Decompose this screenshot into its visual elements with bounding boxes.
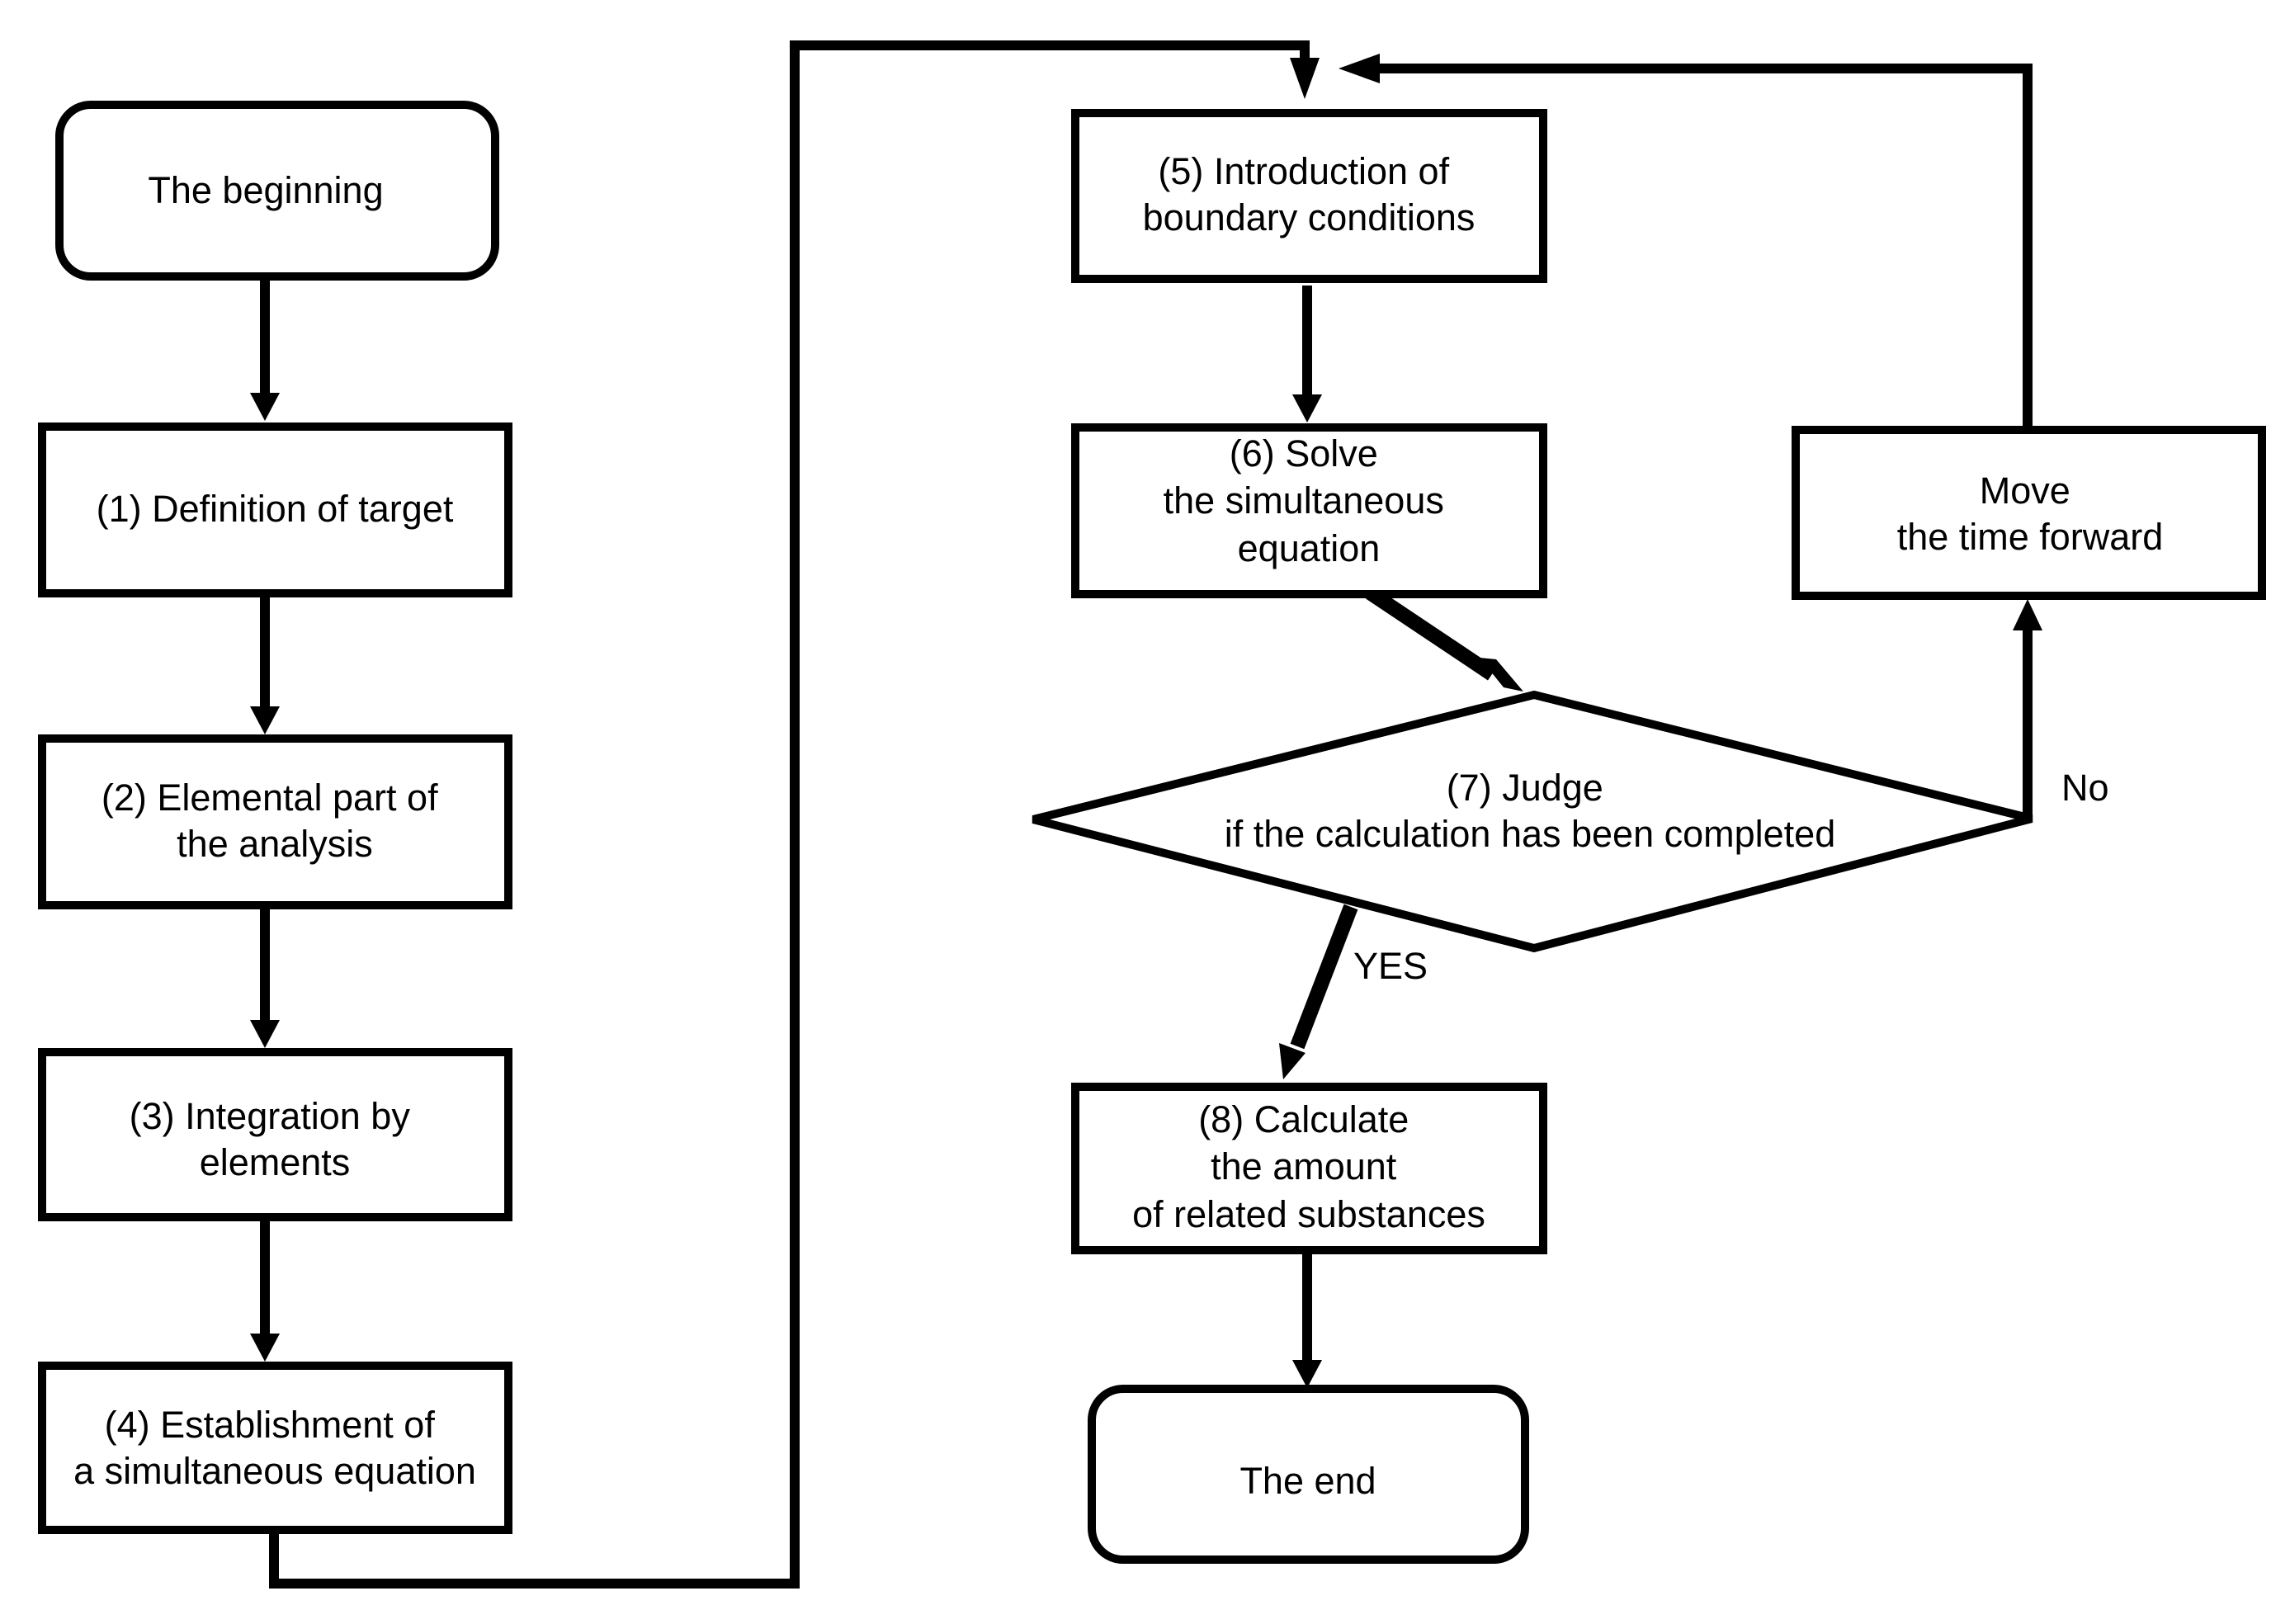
node-step4: (4) Establishment of a simultaneous equa… bbox=[38, 1362, 512, 1534]
edge-step1-to-step2 bbox=[250, 594, 280, 734]
node-start: The beginning bbox=[55, 101, 499, 281]
node-move-time-forward: Move the time forward bbox=[1792, 426, 2266, 600]
edge-step6-to-step7 bbox=[1365, 586, 1523, 692]
node-step4-label: (4) Establishment of a simultaneous equa… bbox=[73, 1404, 476, 1492]
node-step1: (1) Definition of target bbox=[38, 423, 512, 597]
node-step2: (2) Elemental part of the analysis bbox=[38, 734, 512, 909]
node-step7-label: (7) Judge if the calculation has been co… bbox=[1225, 767, 1835, 855]
node-step3-label: (3) Integration by elements bbox=[130, 1095, 421, 1183]
no-label: No bbox=[2061, 767, 2109, 809]
edge-step5-to-step6 bbox=[1292, 286, 1322, 423]
edge-step3-to-step4 bbox=[250, 1218, 280, 1362]
node-step2-label: (2) Elemental part of the analysis bbox=[102, 777, 448, 865]
edge-step4-to-step5 bbox=[269, 40, 1320, 1589]
node-step3: (3) Integration by elements bbox=[38, 1048, 512, 1221]
node-step6-label: (6) Solve the simultaneous equation bbox=[1164, 432, 1455, 569]
edge-move-to-step5 bbox=[1339, 54, 2033, 431]
node-end-label: The end bbox=[1239, 1460, 1376, 1502]
node-step6: (6) Solve the simultaneous equation bbox=[1071, 423, 1547, 598]
node-step1-label: (1) Definition of target bbox=[97, 488, 454, 530]
node-end: The end bbox=[1088, 1385, 1529, 1564]
node-step5: (5) Introduction of boundary conditions bbox=[1071, 109, 1547, 283]
edge-step7-to-move-no bbox=[2013, 599, 2042, 817]
edge-step2-to-step3 bbox=[250, 906, 280, 1048]
edge-step8-to-end bbox=[1292, 1251, 1322, 1388]
node-move-label: Move the time forward bbox=[1897, 470, 2164, 558]
node-start-label: The beginning bbox=[148, 169, 383, 211]
node-step8: (8) Calculate the amount of related subs… bbox=[1071, 1083, 1547, 1254]
yes-label: YES bbox=[1353, 945, 1428, 987]
edge-start-to-step1 bbox=[250, 281, 280, 421]
edge-step7-to-step8-yes bbox=[1279, 904, 1358, 1079]
node-step5-label: (5) Introduction of boundary conditions bbox=[1143, 150, 1476, 238]
node-step7-decision: (7) Judge if the calculation has been co… bbox=[1032, 690, 2033, 953]
node-step8-label: (8) Calculate the amount of related subs… bbox=[1132, 1098, 1485, 1235]
